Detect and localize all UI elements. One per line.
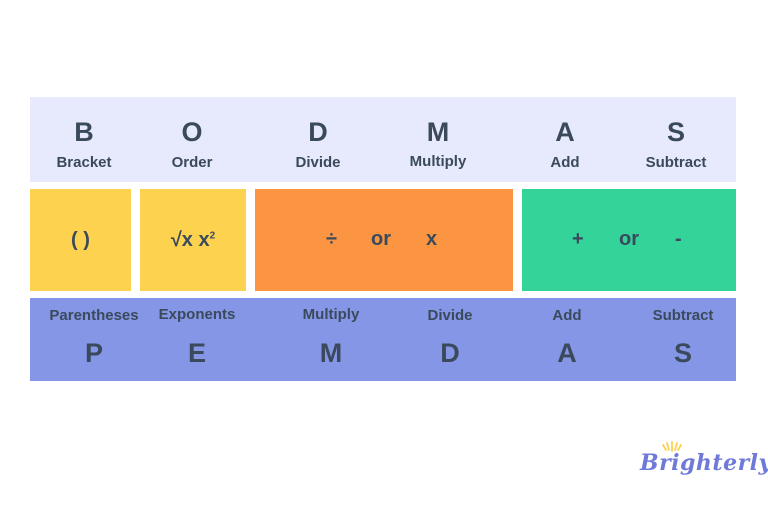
bodmas-letter-m: M <box>426 117 450 147</box>
order-box: √x x2 <box>140 189 246 291</box>
bodmas-letter-d: D <box>308 117 328 147</box>
bodmas-word-divide: Divide <box>295 154 341 171</box>
pemdas-word-add: Add <box>552 307 582 324</box>
root-symbol: √x <box>170 228 193 251</box>
pemdas-letter-a: A <box>557 338 577 368</box>
bodmas-band <box>30 97 736 182</box>
power-base: x <box>198 228 210 251</box>
order-symbols: √x x2 <box>171 229 215 252</box>
pemdas-band <box>30 298 736 381</box>
multiply-symbol: x <box>426 228 438 250</box>
bodmas-letter-a: A <box>555 117 575 147</box>
pemdas-word-multiply: Multiply <box>302 306 360 323</box>
divide-symbol: ÷ <box>326 228 337 250</box>
bodmas-word-multiply: Multiply <box>409 153 467 170</box>
pemdas-word-parentheses: Parentheses <box>49 307 139 324</box>
bodmas-word-bracket: Bracket <box>56 154 112 171</box>
pemdas-word-divide: Divide <box>427 307 473 324</box>
pemdas-word-exponents: Exponents <box>158 306 236 323</box>
pemdas-letter-p: P <box>84 338 103 368</box>
bodmas-word-subtract: Subtract <box>645 154 707 171</box>
bodmas-letter-b: B <box>74 117 94 147</box>
pemdas-word-subtract: Subtract <box>652 307 714 324</box>
pemdas-letter-e: E <box>187 338 206 368</box>
bodmas-letter-o: O <box>181 117 203 147</box>
pemdas-letter-s: S <box>673 338 692 368</box>
brackets-box: ( ) <box>30 189 131 291</box>
bodmas-word-order: Order <box>171 154 213 171</box>
minus-symbol: - <box>675 228 682 250</box>
add-subtract-box <box>522 189 736 291</box>
brackets-symbol: ( ) <box>71 228 90 251</box>
pemdas-letter-d: D <box>440 338 460 368</box>
bodmas-letter-s: S <box>666 117 685 147</box>
plus-symbol: + <box>572 228 584 250</box>
or-label-2: or <box>619 228 639 250</box>
bodmas-word-add: Add <box>550 154 580 171</box>
power-exponent: 2 <box>209 229 216 241</box>
or-label-1: or <box>371 228 391 250</box>
brighterly-logo: Brighterly <box>640 450 768 476</box>
divide-multiply-box <box>255 189 513 291</box>
pemdas-letter-m: M <box>319 338 343 368</box>
sparkle-icon <box>662 441 682 452</box>
